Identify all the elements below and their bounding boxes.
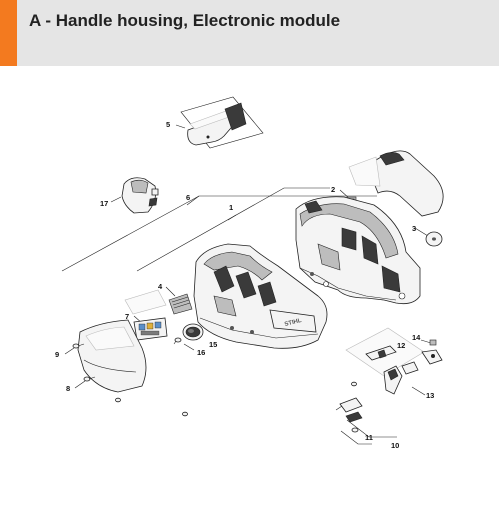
part-3-disc xyxy=(425,231,443,247)
part-side-shell xyxy=(77,319,147,393)
part-14-pin xyxy=(429,339,437,346)
callout-12: 12 xyxy=(397,341,405,350)
part-5-cover xyxy=(187,102,247,146)
callout-13: 13 xyxy=(426,391,434,400)
part-9-screw xyxy=(72,343,85,349)
part-1-housing-upper xyxy=(295,196,421,305)
accent-stripe xyxy=(0,0,17,66)
callout-16: 16 xyxy=(197,348,205,357)
callout-10: 10 xyxy=(391,441,399,450)
callout-6: 6 xyxy=(186,193,190,202)
callout-17: 17 xyxy=(100,199,108,208)
callout-1: 1 xyxy=(229,203,233,212)
page-title: A - Handle housing, Electronic module xyxy=(29,11,341,30)
callout-4: 4 xyxy=(158,282,163,291)
callout-11: 11 xyxy=(365,433,373,442)
part-7-decal xyxy=(133,317,168,341)
callout-8: 8 xyxy=(66,384,70,393)
loose-screw-b xyxy=(182,411,188,417)
part-12-lever-assembly xyxy=(345,327,443,377)
part-11-screw xyxy=(351,427,359,433)
callout-7: 7 xyxy=(125,312,129,321)
part-10-contact-bracket xyxy=(335,397,363,423)
callout-9: 9 xyxy=(55,350,59,359)
callout-labels: 1 2 3 4 5 6 7 8 9 10 11 12 13 14 15 16 1… xyxy=(55,120,434,450)
part-17-cap xyxy=(121,177,159,214)
callout-15: 15 xyxy=(209,340,217,349)
part-13-switch xyxy=(383,361,419,395)
part-handle-top-cover xyxy=(348,150,444,217)
brand-mark: STIHL xyxy=(284,318,303,328)
callout-5: 5 xyxy=(166,120,170,129)
loose-screw-a xyxy=(115,397,121,403)
part-1-housing-lower: STIHL xyxy=(193,243,328,349)
header-bar: A - Handle housing, Electronic module xyxy=(0,0,499,66)
loose-screw-c xyxy=(351,381,357,387)
part-16-screw xyxy=(173,337,182,345)
part-15-knob xyxy=(182,323,204,341)
callout-2: 2 xyxy=(331,185,335,194)
exploded-parts-diagram: STIHL xyxy=(55,96,444,450)
part-8-screw xyxy=(83,376,96,382)
callout-3: 3 xyxy=(412,224,416,233)
callout-14: 14 xyxy=(412,333,421,342)
part-4-label xyxy=(124,289,193,315)
